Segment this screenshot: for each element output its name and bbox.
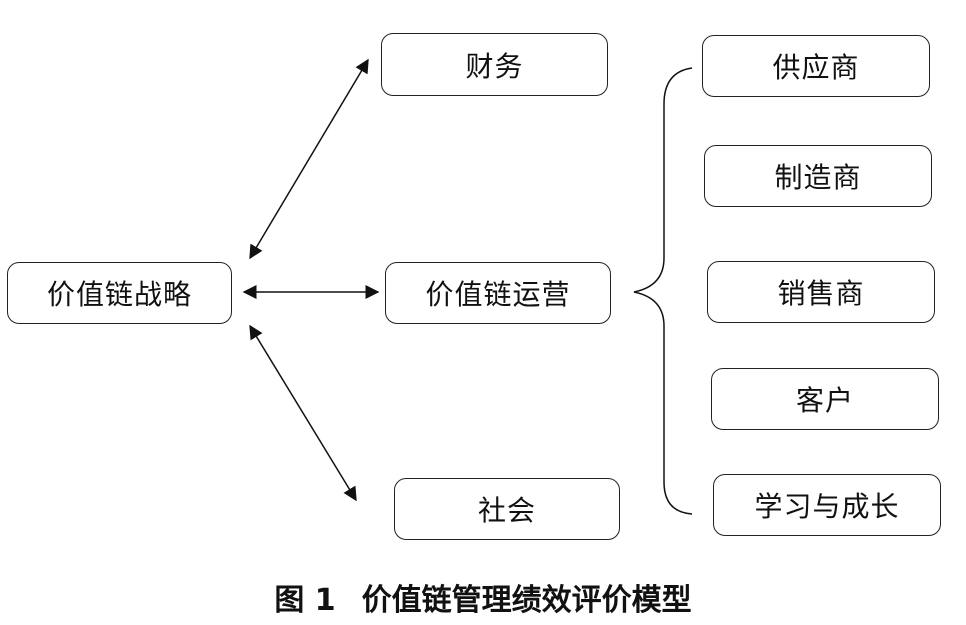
node-strategy: 价值链战略 [7,262,232,324]
arrow-strategy-society [249,324,357,502]
figure-number: 图 1 [274,583,336,618]
node-member-seller: 销售商 [707,261,935,323]
node-member-supplier: 供应商 [702,35,930,97]
node-operations: 价值链运营 [385,262,611,324]
node-member-customer: 客户 [711,368,939,430]
node-finance: 财务 [381,33,608,96]
node-member-manufacturer: 制造商 [704,145,932,207]
figure-title: 价值链管理绩效评价模型 [361,583,692,618]
figure-caption: 图 1 价值链管理绩效评价模型 [0,575,966,619]
node-society: 社会 [394,478,620,540]
node-member-learning-growth: 学习与成长 [713,474,941,536]
arrow-strategy-finance [249,58,369,260]
brace-members [633,67,693,515]
